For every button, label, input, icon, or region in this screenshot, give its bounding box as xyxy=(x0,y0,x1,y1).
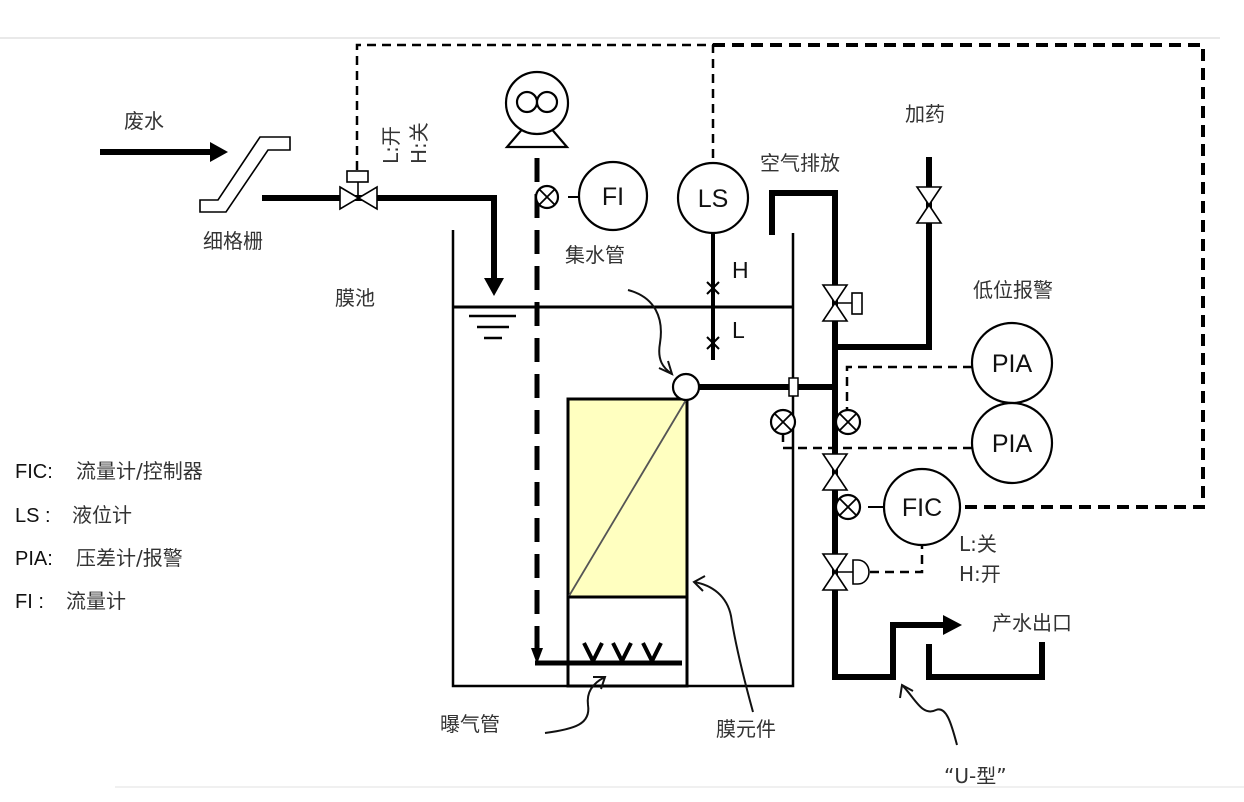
air-supply-arrow-head xyxy=(531,648,543,664)
outlet-arrow-head xyxy=(943,615,962,635)
signal-lines xyxy=(355,43,1205,574)
air-vent-valve-icon xyxy=(821,284,863,322)
dosing-valve-icon xyxy=(915,186,943,224)
ls-instrument-label: LS xyxy=(698,185,729,213)
air-flow-sensor-icon xyxy=(534,184,560,210)
air-vent-label: 空气排放 xyxy=(760,151,840,175)
wastewater-arrow xyxy=(100,142,228,162)
legend: FIC: 流量计/控制器 LS : 液位计 PIA: 压差计/报警 FI : 流… xyxy=(15,459,203,613)
membrane-frame-lower xyxy=(566,595,689,688)
fine-screen-icon xyxy=(199,136,291,213)
membrane-element-label: 膜元件 xyxy=(716,717,776,741)
outlet-pipe-u-trap xyxy=(832,595,948,680)
inlet-pipe xyxy=(262,195,497,283)
legend-abbr: FIC: xyxy=(15,461,53,483)
legend-desc: 液位计 xyxy=(72,503,132,527)
aeration-pipe-label: 曝气管 xyxy=(440,712,500,736)
low-level-alarm-label: 低位报警 xyxy=(973,278,1053,302)
inlet-valve-signal-line xyxy=(355,43,715,170)
blower-pump-icon xyxy=(504,70,570,149)
legend-desc: 流量计 xyxy=(66,589,126,613)
inlet-valve-state-low: L:开 xyxy=(379,126,403,164)
tank-penetration-flange xyxy=(788,377,799,397)
inlet-valve-state-high: H:关 xyxy=(407,122,431,164)
permeate-flow-sensor-icon xyxy=(834,493,862,521)
fi-instrument-label: FI xyxy=(602,183,624,211)
aerator-nozzles xyxy=(582,642,663,666)
inlet-control-valve-icon xyxy=(339,170,378,211)
legend-abbr: FI : xyxy=(15,591,44,613)
fic-instrument-circle xyxy=(882,467,962,547)
fic-state-low: L:关 xyxy=(959,532,997,556)
permeate-main-pipe xyxy=(769,190,838,601)
collector-pipe-pointer xyxy=(627,289,674,376)
pia-2-signal-line xyxy=(781,434,972,450)
u-trap-label: “U-型” xyxy=(944,764,1007,788)
membrane-diagonal xyxy=(568,399,687,597)
wastewater-label: 废水 xyxy=(124,109,164,133)
pia-1-signal-line xyxy=(845,365,972,410)
collector-header-icon xyxy=(671,372,701,402)
pia-2-instrument-circle xyxy=(970,401,1054,485)
membrane-tank-label: 膜池 xyxy=(335,286,375,310)
fi-instrument-circle xyxy=(577,160,649,232)
pia-2-instrument-label: PIA xyxy=(992,430,1033,458)
level-high-label: H xyxy=(732,257,749,283)
collector-pipe-label: 集水管 xyxy=(565,243,625,267)
ls-instrument-circle xyxy=(676,161,750,235)
legend-desc: 压差计/报警 xyxy=(76,546,183,570)
flow-control-valve-icon xyxy=(821,553,870,591)
u-trap-pointer xyxy=(899,683,958,746)
legend-abbr: LS : xyxy=(15,505,51,527)
legend-desc: 流量计/控制器 xyxy=(76,459,203,483)
level-low-label: L xyxy=(732,317,745,343)
outlet-receiving-channel xyxy=(926,642,1045,680)
dosing-pipe xyxy=(832,157,932,350)
fic-state-high: H:开 xyxy=(959,562,1001,586)
fic-signal-line xyxy=(713,43,1205,509)
aeration-pipe-pointer xyxy=(544,676,607,734)
fine-screen-label: 细格栅 xyxy=(203,229,263,253)
fic-valve-signal-line xyxy=(870,545,924,574)
legend-abbr: PIA: xyxy=(15,548,53,570)
inlet-arrow-head xyxy=(484,278,504,296)
membrane-element-pointer xyxy=(692,575,754,713)
pressure-tap-tank-icon xyxy=(769,408,797,436)
pia-1-instrument-label: PIA xyxy=(992,350,1033,378)
product-outlet-label: 产水出口 xyxy=(992,611,1072,635)
fic-instrument-label: FIC xyxy=(902,494,942,522)
water-level-symbol-icon xyxy=(469,314,516,340)
isolation-valve-icon xyxy=(821,453,849,491)
level-marks xyxy=(706,281,720,350)
pressure-tap-pipe-icon xyxy=(834,408,862,436)
dosing-label: 加药 xyxy=(905,102,945,126)
